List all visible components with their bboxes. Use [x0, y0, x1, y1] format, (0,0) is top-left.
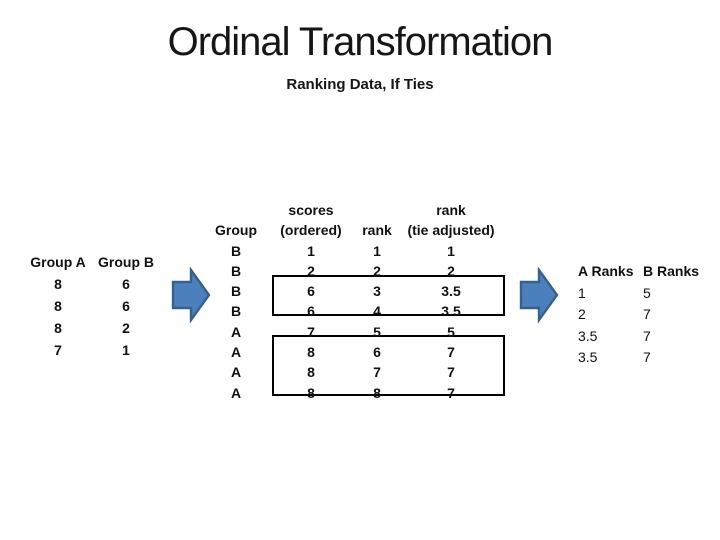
- table-row: 3.5 7: [578, 347, 703, 369]
- cell: 8: [307, 384, 315, 401]
- cell: 6: [307, 283, 315, 300]
- ranking-table: scores rank Group (ordered) rank (tie ad…: [210, 200, 508, 403]
- cell: 3.5: [441, 303, 461, 320]
- cell: 7: [373, 364, 381, 381]
- table-row: 7 1: [24, 339, 160, 361]
- cell: 7: [447, 344, 455, 361]
- cell: 1: [122, 342, 130, 358]
- table-header-row-bottom: Group (ordered) rank (tie adjusted): [210, 220, 508, 240]
- cell: 6: [373, 344, 381, 361]
- result-ranks-table: A Ranks B Ranks 1 5 2 7 3.5 7 3.5 7: [578, 261, 703, 369]
- cell: 8: [54, 298, 62, 314]
- table-row: 3.5 7: [578, 326, 703, 348]
- cell: B: [230, 283, 242, 300]
- slide-subtitle: Ranking Data, If Ties: [286, 76, 434, 93]
- cell: 1: [447, 242, 455, 259]
- table-row: B 2 2 2: [210, 261, 508, 281]
- column-header-group-a: Group A: [30, 254, 86, 270]
- right-arrow-icon: [519, 267, 559, 323]
- cell: A: [230, 384, 242, 401]
- cell: 5: [643, 284, 651, 301]
- cell: 2: [447, 262, 455, 279]
- input-scores-table: Group A Group B 8 6 8 6 8 2 7 1: [24, 251, 160, 361]
- tie-group-box-2: [272, 335, 505, 396]
- column-header-group-b: Group B: [98, 254, 154, 270]
- spacer: [210, 200, 262, 220]
- cell: 5: [447, 323, 455, 340]
- table-row: A 8 8 7: [210, 383, 508, 403]
- cell: 7: [447, 364, 455, 381]
- cell: 7: [54, 342, 62, 358]
- table-row: B 1 1 1: [210, 241, 508, 261]
- cell: A: [230, 344, 242, 361]
- cell: 8: [307, 364, 315, 381]
- cell: 8: [54, 276, 62, 292]
- column-header-scores-line1: scores: [288, 202, 334, 218]
- cell: 6: [122, 298, 130, 314]
- cell: 6: [307, 303, 315, 320]
- column-header-adjusted-line1: rank: [436, 202, 466, 218]
- table-row: A 8 6 7: [210, 342, 508, 362]
- right-arrow-icon: [171, 267, 211, 323]
- cell: B: [230, 303, 242, 320]
- table-row: 8 6: [24, 273, 160, 295]
- cell: 8: [373, 384, 381, 401]
- cell: 5: [373, 323, 381, 340]
- cell: 4: [373, 303, 381, 320]
- table-row: A 7 5 5: [210, 322, 508, 342]
- cell: B: [230, 242, 242, 259]
- table-row: B 6 3 3.5: [210, 281, 508, 301]
- cell: 7: [307, 323, 315, 340]
- cell: 1: [373, 242, 381, 259]
- cell: A: [230, 323, 242, 340]
- cell: 8: [307, 344, 315, 361]
- tie-group-box-1: [272, 275, 505, 316]
- slide-title: Ordinal Transformation: [167, 20, 554, 64]
- cell: 7: [643, 349, 651, 365]
- cell: 2: [307, 262, 315, 279]
- cell: 8: [54, 320, 62, 336]
- cell: 1: [578, 284, 586, 301]
- table-row: 8 6: [24, 295, 160, 317]
- cell: 3.5: [578, 349, 598, 365]
- column-header-scores-line2: (ordered): [280, 222, 342, 239]
- table-header-row: Group A Group B: [24, 251, 160, 273]
- table-row: 1 5: [578, 283, 703, 305]
- cell: 3.5: [441, 283, 461, 300]
- column-header-rank: rank: [362, 222, 392, 239]
- table-row: A 8 7 7: [210, 362, 508, 382]
- cell: 1: [307, 242, 315, 259]
- spacer: [360, 200, 394, 220]
- table-row: B 6 4 3.5: [210, 301, 508, 321]
- column-header-adjusted-line2: (tie adjusted): [407, 222, 495, 239]
- cell: 7: [643, 306, 651, 322]
- table-row: 2 7: [578, 304, 703, 326]
- cell: 7: [643, 327, 651, 344]
- cell: 2: [122, 320, 130, 336]
- cell: 3.5: [578, 327, 598, 344]
- cell: 3: [373, 283, 381, 300]
- cell: B: [230, 262, 242, 279]
- table-row: 8 2: [24, 317, 160, 339]
- cell: 2: [373, 262, 381, 279]
- cell: 7: [447, 384, 455, 401]
- cell: 6: [122, 276, 130, 292]
- cell: A: [230, 364, 242, 381]
- table-header-row-top: scores rank: [210, 200, 508, 220]
- column-header-a-ranks: A Ranks: [578, 263, 634, 279]
- column-header-b-ranks: B Ranks: [643, 263, 700, 279]
- cell: 2: [578, 306, 586, 322]
- column-header-group: Group: [215, 222, 257, 239]
- table-header-row: A Ranks B Ranks: [578, 261, 703, 283]
